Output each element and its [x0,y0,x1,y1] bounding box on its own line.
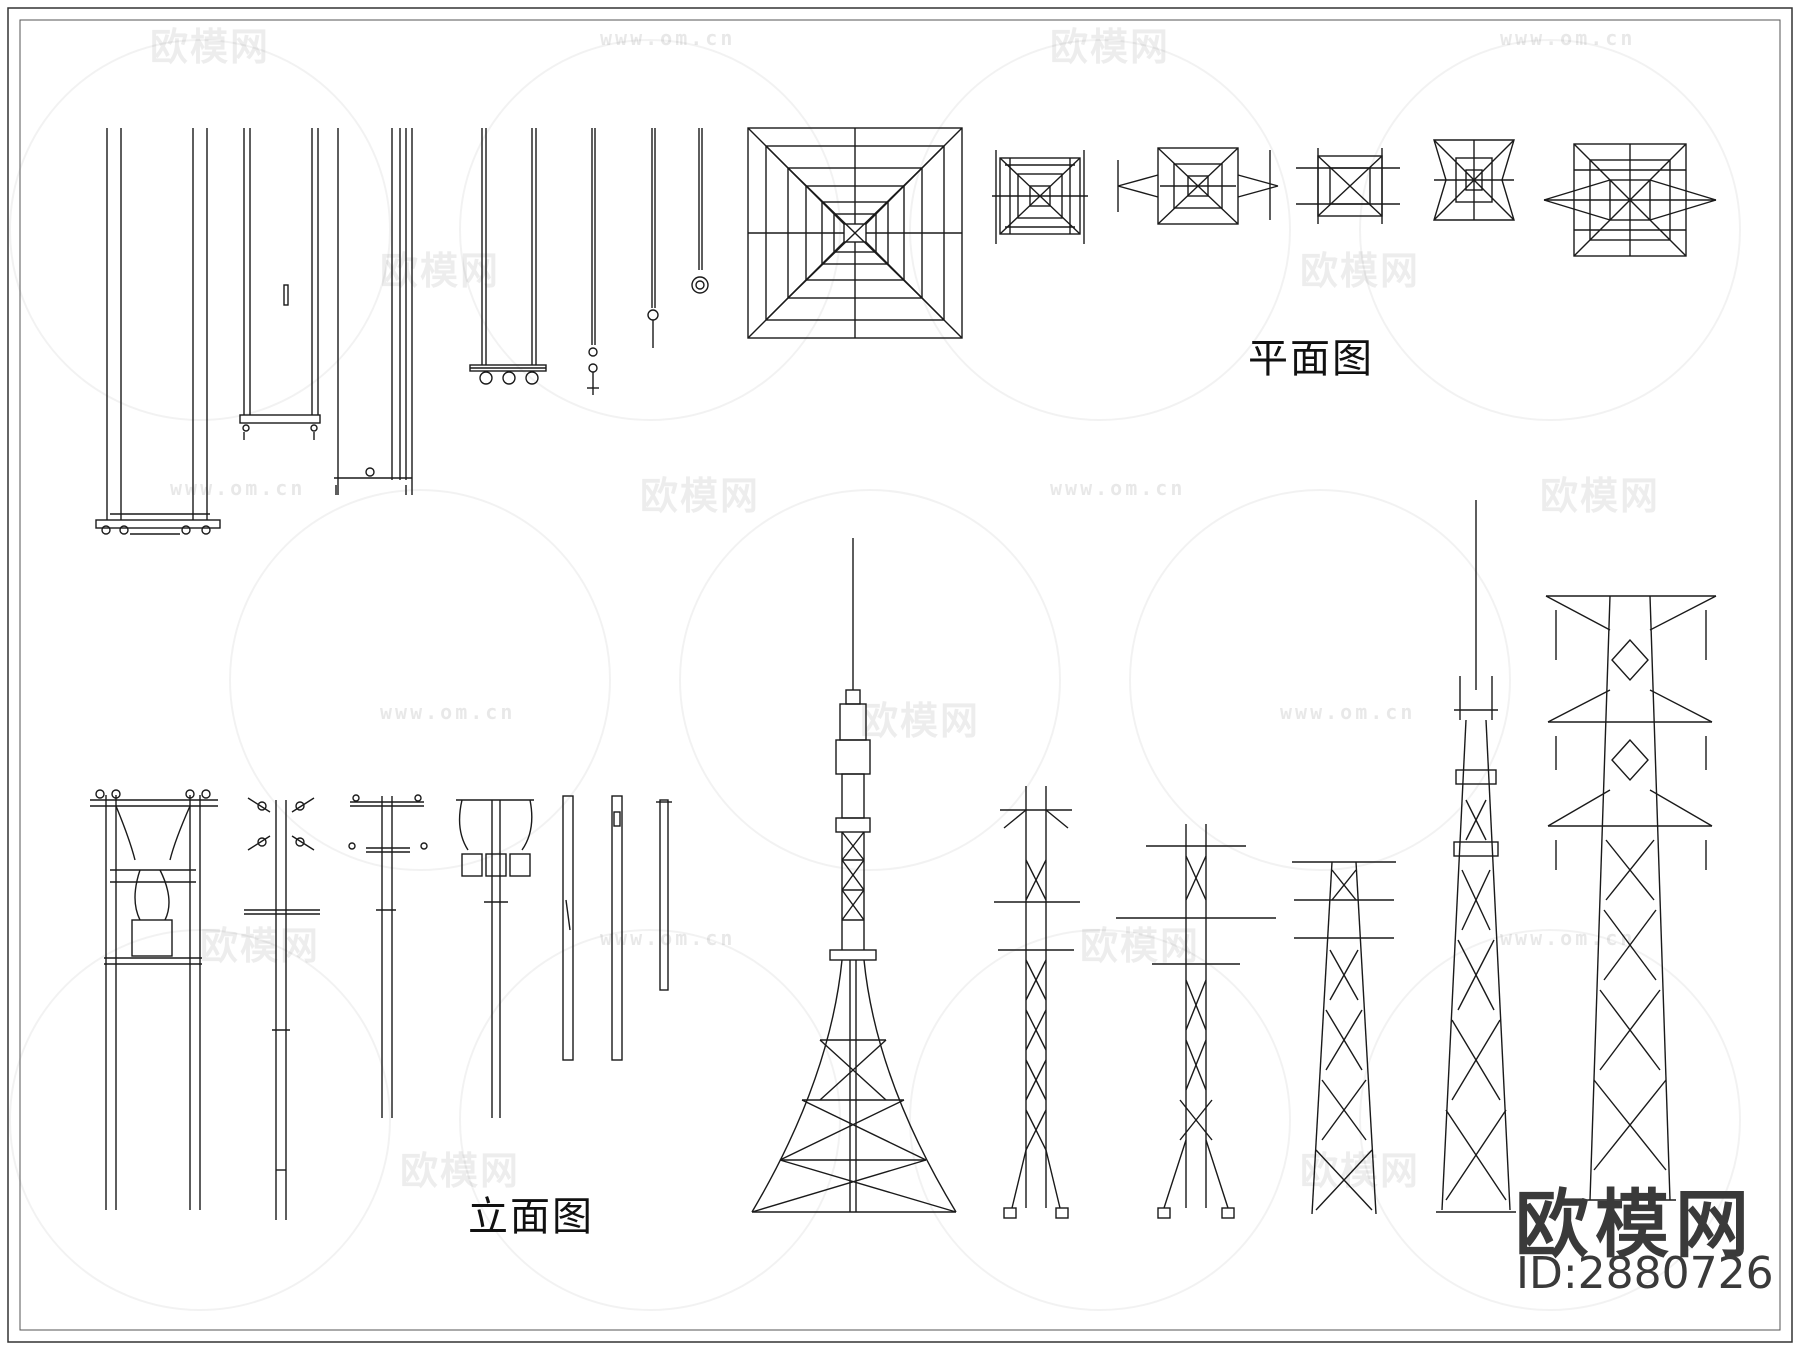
brand-id-text: ID:2880726 [1516,1248,1774,1299]
tower-plan-4 [1296,148,1400,224]
high-voltage-tower [1545,595,1717,1201]
watermark-logo: 欧模网 [1300,249,1421,293]
pole-top-view-1 [95,128,221,535]
watermark-logo: 欧模网 [1050,25,1171,69]
watermark-logo: 欧模网 [150,25,271,69]
plan-view-label: 平面图 [1248,336,1374,382]
watermark-logo: 欧模网 [1540,474,1661,518]
simple-pole-1 [562,795,574,1061]
tv-tower-elevation [751,538,957,1213]
tower-plan-6 [1543,143,1717,257]
pole-top-view-6 [647,128,659,348]
insulator-pole-elevation [244,797,320,1220]
watermark-logo: 欧模网 [200,924,321,968]
pole-top-view-5 [587,128,599,395]
pole-top-view-7 [691,128,709,294]
drawing-inner-frame [19,19,1781,1331]
watermark-logo: 欧模网 [640,474,761,518]
watermark-logo: 欧模网 [1300,1149,1421,1193]
simple-pole-2 [611,795,623,1061]
watermark-logo: 欧模网 [400,1149,521,1193]
watermark-logo: 欧模网 [1080,924,1201,968]
watermark-url: www.om.cn [1050,476,1186,500]
elevation-view-label: 立面图 [468,1194,594,1240]
watermark-url: www.om.cn [600,26,736,50]
tower-plan-5 [1433,139,1515,221]
watermark-url: www.om.cn [1500,26,1636,50]
tower-plan-large [747,127,963,339]
pole-top-view-4 [469,128,547,385]
brand-logo-text: 欧模网 [1515,1182,1755,1268]
transmission-tower-1 [994,786,1080,1219]
pole-top-view-3 [334,128,413,495]
watermark-url: www.om.cn [1500,926,1636,950]
pole-top-view-2 [239,128,321,440]
simple-pole-3 [656,799,672,991]
transmission-tower-3 [1292,861,1396,1215]
watermark-url: www.om.cn [380,700,516,724]
watermark-logo: 欧模网 [860,699,981,743]
watermark-circles [9,39,1741,1311]
watermark-url: www.om.cn [170,476,306,500]
tower-plan-2 [992,150,1088,244]
communication-tower [1436,500,1516,1213]
transformer-pole-elevation [456,799,534,1118]
drawing-frame [7,7,1793,1343]
tower-plan-3 [1117,147,1279,225]
transformer-platform-elevation [90,789,218,1210]
watermark-url: www.om.cn [1280,700,1416,724]
transmission-tower-2 [1116,824,1276,1219]
crossarm-pole-elevation [348,794,428,1118]
